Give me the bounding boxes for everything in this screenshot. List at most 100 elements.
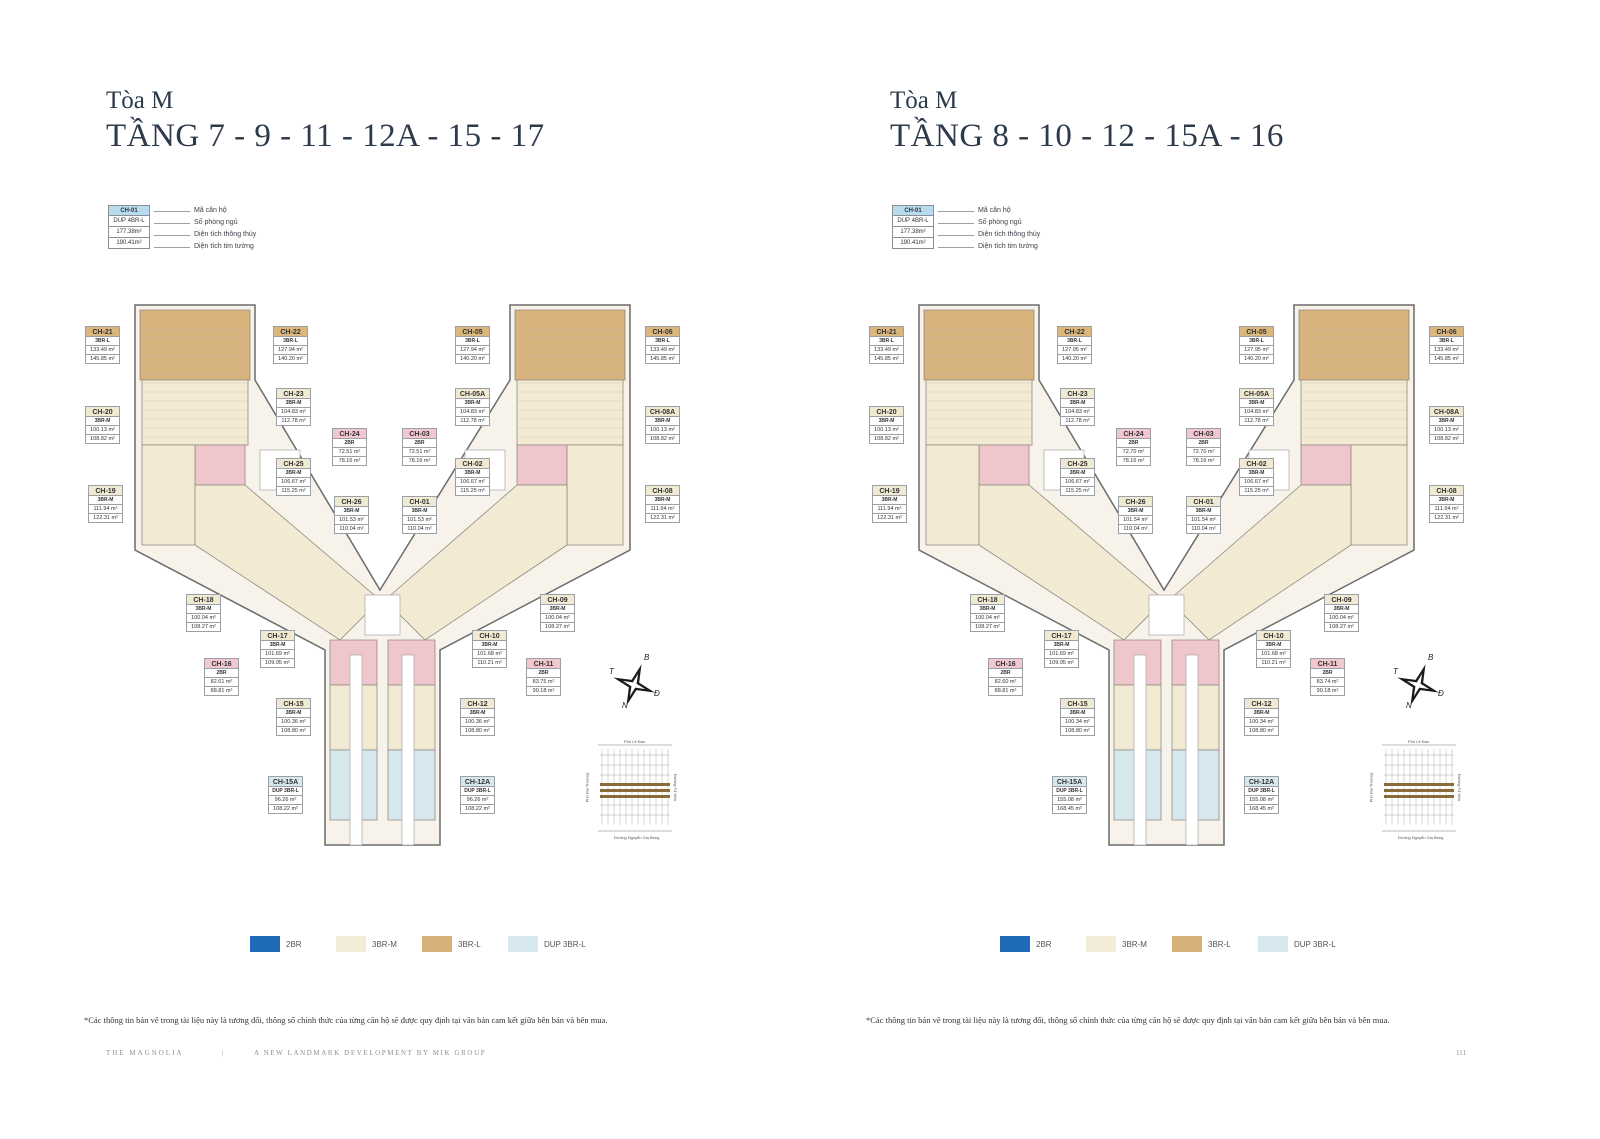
unit-a1: 155.08 m² <box>1052 796 1087 805</box>
unit-type: 3BR-M <box>88 496 123 505</box>
legend-swatch <box>336 936 366 952</box>
tower-label: Tòa M <box>890 87 958 114</box>
unit-type: 3BR-L <box>1429 337 1464 346</box>
unit-a2: 140.20 m² <box>1239 355 1274 364</box>
legend-swatch <box>1086 936 1116 952</box>
unit-type: 3BR-L <box>455 337 490 346</box>
legend-item-2br: 2BR <box>1000 935 1052 953</box>
unit-a2: 78.16 m² <box>1186 457 1221 466</box>
unit-code: CH-15 <box>1060 698 1095 709</box>
unit-a1: 106.67 m² <box>455 478 490 487</box>
key-label: Số phòng ngủ <box>154 217 256 229</box>
unit-key-labels: Mã căn hộ Số phòng ngủ Diện tích thông t… <box>154 205 256 253</box>
unit-code: CH-09 <box>540 594 575 605</box>
unit-a2: 115.25 m² <box>1060 487 1095 496</box>
unit-a1: 96.26 m² <box>268 796 303 805</box>
unit-type: 2BR <box>1310 669 1345 678</box>
key-label: Mã căn hộ <box>938 205 1040 217</box>
unit-a1: 82.61 m² <box>204 678 239 687</box>
unit-a2: 90.18 m² <box>526 687 561 696</box>
key-area-gross: 190.41m² <box>108 238 150 249</box>
unit-a1: 101.68 m² <box>472 650 507 659</box>
circulation-core <box>1133 654 1147 846</box>
footer-tagline: A NEW LANDMARK DEVELOPMENT BY MIK GROUP <box>254 1049 487 1057</box>
unit-type: 3BR-M <box>872 496 907 505</box>
unit-type: 3BR-M <box>186 605 221 614</box>
unit-a2: 112.78 m² <box>276 417 311 426</box>
compass-west-letter: T <box>1393 667 1398 676</box>
unit-type: 3BR-M <box>1256 641 1291 650</box>
unit-type: 3BR-M <box>1186 507 1221 516</box>
unit-code: CH-03 <box>402 428 437 439</box>
unit-a2: 140.20 m² <box>273 355 308 364</box>
unit-code: CH-03 <box>1186 428 1221 439</box>
compass-north-letter: B <box>1428 653 1434 662</box>
road-top-label: Phố Lê Đạo <box>1408 739 1430 744</box>
unit-a2: 112.78 m² <box>1239 417 1274 426</box>
unit-a1: 72.51 m² <box>402 448 437 457</box>
compass-north-letter: B <box>644 653 650 662</box>
unit-type: 3BR-M <box>85 417 120 426</box>
unit-key-sample: CH-01 DUP 4BR-L 177.38m² 190.41m² <box>892 205 934 249</box>
unit-a2: 108.80 m² <box>460 727 495 736</box>
unit-code: CH-12 <box>460 698 495 709</box>
disclaimer-text: *Các thông tin bản vẽ trong tài liệu này… <box>866 1015 1390 1025</box>
unit-block-ch03 <box>1300 444 1352 486</box>
unit-a2: 122.31 m² <box>88 514 123 523</box>
unit-code: CH-20 <box>85 406 120 417</box>
unit-code: CH-26 <box>334 496 369 507</box>
unit-a2: 108.22 m² <box>460 805 495 814</box>
compass-rose: B T Đ N <box>1388 653 1448 715</box>
unit-block-left-arm <box>978 484 1165 641</box>
unit-a2: 108.82 m² <box>85 435 120 444</box>
unit-a1: 72.70 m² <box>1186 448 1221 457</box>
unit-a1: 101.68 m² <box>1256 650 1291 659</box>
unit-a1: 101.54 m² <box>1118 516 1153 525</box>
unit-a1: 127.94 m² <box>455 346 490 355</box>
key-label: Diện tích tim tường <box>938 241 1040 253</box>
unit-code: CH-20 <box>869 406 904 417</box>
key-label: Diện tích thông thủy <box>938 229 1040 241</box>
unit-code: CH-11 <box>526 658 561 669</box>
unit-type: 2BR <box>332 439 367 448</box>
unit-a2: 108.22 m² <box>268 805 303 814</box>
unit-a1: 82.60 m² <box>988 678 1023 687</box>
unit-code: CH-15A <box>1052 776 1087 787</box>
road-left-label: Phố Đại Thượng <box>1368 772 1374 803</box>
unit-code: CH-01 <box>402 496 437 507</box>
unit-a2: 88.81 m² <box>204 687 239 696</box>
compass-south-letter: N <box>622 701 628 710</box>
unit-type: 2BR <box>1116 439 1151 448</box>
unit-type: 3BR-M <box>276 709 311 718</box>
unit-type: 3BR-M <box>1324 605 1359 614</box>
unit-a1: 133.49 m² <box>869 346 904 355</box>
site-location-map: Phố Lê Đạo Phố Đại Thượng Đường Tố Hữu Đ… <box>1368 735 1464 845</box>
unit-a1: 127.95 m² <box>1057 346 1092 355</box>
unit-code: CH-05A <box>1239 388 1274 399</box>
legend-swatch <box>1172 936 1202 952</box>
unit-type: DUP 3BR-L <box>1052 787 1087 796</box>
unit-a2: 78.16 m² <box>332 457 367 466</box>
unit-code: CH-06 <box>645 326 680 337</box>
unit-type: 3BR-L <box>273 337 308 346</box>
unit-a1: 133.49 m² <box>645 346 680 355</box>
unit-a1: 101.69 m² <box>1044 650 1079 659</box>
footer-brand: THE MAGNOLIA <box>106 1049 184 1057</box>
unit-a1: 83.74 m² <box>1310 678 1345 687</box>
unit-block-ch20-ch23 <box>141 379 249 446</box>
